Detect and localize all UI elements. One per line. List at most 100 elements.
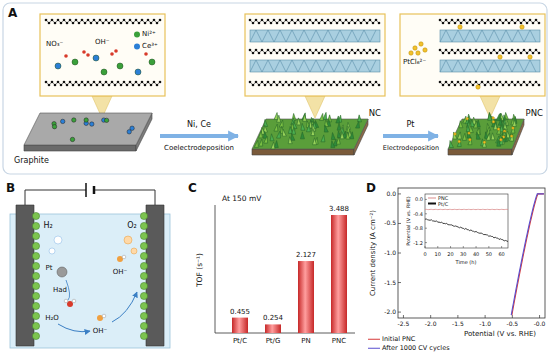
carbon-atom: [360, 22, 363, 25]
plate-front: [252, 149, 354, 155]
tick: [437, 246, 438, 248]
metal-ion: [117, 63, 123, 69]
plate-label: PNC: [526, 109, 543, 118]
panel-letter: B: [6, 182, 15, 194]
tick: [430, 315, 431, 318]
carbon-atom: [336, 22, 339, 25]
tick-label: 60: [498, 252, 504, 257]
tick-label: -1.5: [384, 280, 396, 286]
carbon-atom: [156, 84, 159, 87]
legend-line: [428, 203, 436, 205]
carbon-atom: [529, 49, 532, 52]
carbon-atom: [333, 19, 336, 22]
carbon-atom: [87, 19, 90, 22]
metal-ion: [149, 59, 155, 65]
panel-a: [3, 3, 547, 174]
carbon-atom: [144, 22, 147, 25]
carbon-atom: [354, 22, 357, 25]
carbon-atom: [57, 81, 60, 84]
catalyst-sphere: [140, 242, 147, 249]
grass-blade: [469, 126, 473, 133]
tick: [425, 242, 427, 243]
plate-label: Graphite: [14, 157, 49, 165]
hydroxide-h: [122, 255, 126, 259]
carbon-atom: [526, 52, 529, 55]
carbon-atom: [363, 49, 366, 52]
text-label: Current density (A cm⁻²): [370, 210, 377, 296]
carbon-atom: [378, 84, 381, 87]
carbon-atom: [351, 49, 354, 52]
carbon-atom: [508, 84, 511, 87]
carbon-atom: [475, 19, 478, 22]
carbon-atom: [448, 22, 451, 25]
tick: [425, 213, 427, 214]
catalyst-sphere: [32, 312, 39, 319]
carbon-atom: [117, 81, 120, 84]
grass-blade: [288, 137, 292, 144]
grass-blade: [449, 141, 453, 148]
pt-atom: [57, 267, 67, 277]
carbon-atom: [523, 19, 526, 22]
grass-blade: [473, 121, 477, 128]
pt-cluster: [476, 85, 480, 89]
text-label: Pt: [46, 265, 53, 272]
carbon-atom: [460, 22, 463, 25]
legend-text: Initial PNC: [382, 336, 415, 343]
carbon-atom: [72, 84, 75, 87]
process-arrow: [383, 134, 438, 138]
grass-blade: [301, 123, 305, 130]
carbon-atom: [442, 52, 445, 55]
carbon-atom: [532, 22, 535, 25]
tick-label: -1.5: [452, 321, 464, 327]
catalyst-sphere: [32, 292, 39, 299]
grass-blade: [254, 140, 258, 147]
tick: [398, 312, 401, 313]
carbon-atom: [526, 84, 529, 87]
carbon-atom: [123, 19, 126, 22]
carbon-atom: [366, 84, 369, 87]
carbon-atom: [312, 84, 315, 87]
pt-dot: [466, 118, 468, 120]
carbon-atom: [378, 52, 381, 55]
catalyst-sphere: [140, 292, 147, 299]
inset-frame: [245, 14, 385, 96]
carbon-atom: [454, 52, 457, 55]
carbon-atom: [484, 84, 487, 87]
oxygen-atom: [114, 49, 118, 53]
carbon-atom: [375, 19, 378, 22]
tick-label: 50: [486, 252, 492, 257]
grass-blade: [511, 126, 515, 133]
carbon-atom: [81, 19, 84, 22]
carbon-atom: [297, 81, 300, 84]
pt-cluster: [419, 42, 423, 46]
pt-cluster: [413, 46, 417, 50]
carbon-atom: [78, 22, 81, 25]
carbon-atom: [114, 84, 117, 87]
ldh-lattice: [250, 60, 376, 72]
carbon-atom: [348, 52, 351, 55]
carbon-atom: [451, 49, 454, 52]
carbon-atom: [75, 81, 78, 84]
ldh-sheet: [440, 30, 540, 42]
carbon-atom: [300, 84, 303, 87]
carbon-atom: [505, 19, 508, 22]
carbon-atom: [81, 81, 84, 84]
carbon-atom: [348, 84, 351, 87]
carbon-atom: [117, 19, 120, 22]
carbon-atom: [51, 81, 54, 84]
carbon-atom: [279, 81, 282, 84]
tick-label: -2.0: [425, 321, 437, 327]
carbon-atom: [363, 81, 366, 84]
grass-blade: [494, 122, 498, 129]
carbon-atom: [472, 52, 475, 55]
carbon-atom: [499, 49, 502, 52]
pt-dot: [454, 133, 456, 135]
panel-letter: D: [366, 182, 376, 194]
bar: [298, 261, 314, 333]
tick-label: -2.5: [398, 321, 410, 327]
carbon-atom: [126, 22, 129, 25]
carbon-atom: [132, 22, 135, 25]
carbon-atom: [261, 49, 264, 52]
carbon-atom: [120, 84, 123, 87]
tick: [485, 315, 486, 318]
